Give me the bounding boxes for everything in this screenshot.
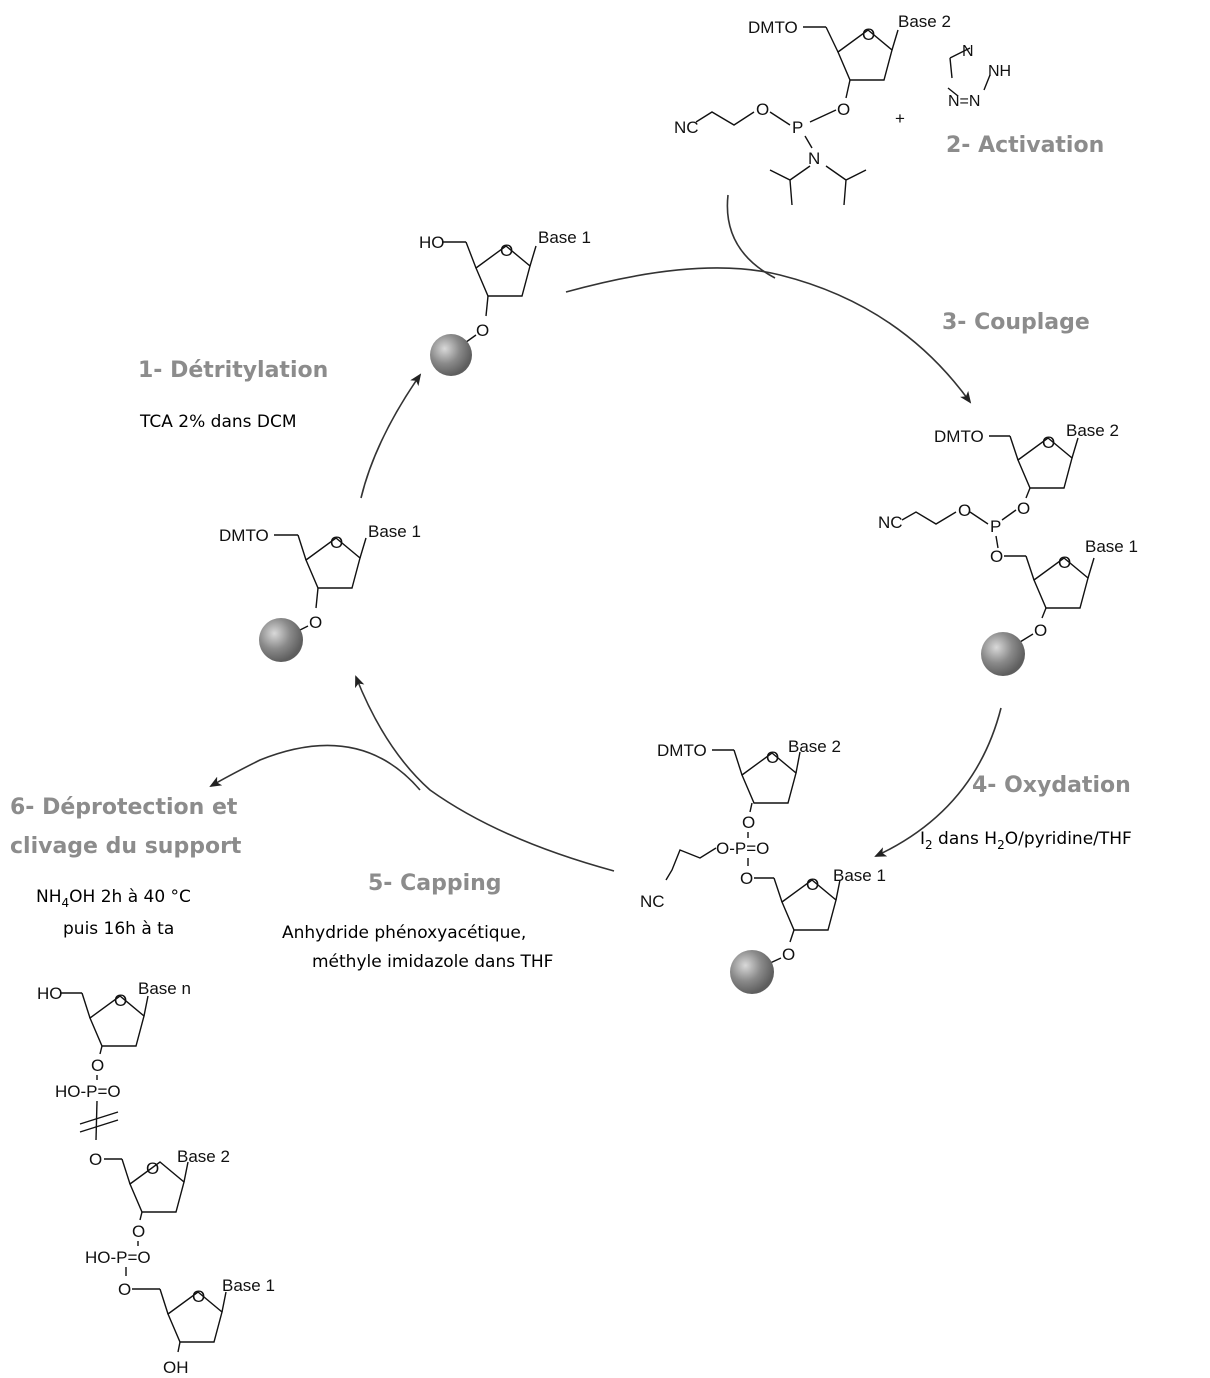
dinucleotide-phosphite: DMTO O Base 2 O P O NC O O Base 1 O	[878, 421, 1138, 676]
nucleoside-free-hydroxyl: HO O Base 1 O	[419, 228, 591, 376]
oxygen-label-3: O	[740, 869, 753, 888]
step-6-deprotection-line-1: 6- Déprotection et	[10, 795, 238, 820]
solid-support-bead	[430, 334, 472, 376]
step-5-capping: 5- Capping	[368, 871, 502, 896]
plus-sign: +	[895, 109, 905, 128]
phosphoramidite-molecule: DMTO O Base 2 O P O NC N	[674, 12, 951, 206]
phosphorus-label: P	[792, 118, 803, 137]
condition-deprotection-line-1: NH4OH 2h à 40 °C	[36, 887, 191, 910]
oxygen-label: O	[1017, 499, 1030, 518]
arrow-capping-to-detritylation	[360, 373, 422, 499]
nitrile-label: NC	[674, 118, 699, 137]
step-6-deprotection-line-2: clivage du support	[10, 834, 242, 859]
ring-oxygen: O	[1042, 433, 1055, 452]
base-1-label: Base 1	[538, 228, 591, 247]
arrow-oxidation-to-capping	[355, 675, 615, 872]
ring-oxygen: O	[330, 533, 343, 552]
base-1-label: Base 1	[833, 866, 886, 885]
hydroxyl-label: HO	[37, 984, 63, 1003]
step-2-activation: 2- Activation	[946, 133, 1104, 158]
condition-deprotection-line-2: puis 16h à ta	[63, 919, 174, 939]
solid-support-bead	[730, 950, 774, 994]
phosphorus-label: P	[990, 517, 1001, 536]
arrow-to-deprotection	[209, 744, 421, 791]
dmto-label: DMTO	[657, 741, 707, 760]
ring-oxygen-2: O	[146, 1159, 159, 1178]
oxygen-label: O	[309, 613, 322, 632]
ring-oxygen-2: O	[1058, 553, 1071, 572]
tetrazole-n1: N	[962, 43, 974, 60]
oxygen-label: O	[476, 321, 489, 340]
ring-oxygen-3: O	[192, 1287, 205, 1306]
solid-support-bead	[259, 618, 303, 662]
ring-oxygen: O	[500, 241, 513, 260]
base-2-label: Base 2	[1066, 421, 1119, 440]
dmto-label: DMTO	[748, 18, 798, 37]
oxygen-label-4: O	[118, 1280, 131, 1299]
oxygen-label-2: O	[756, 100, 769, 119]
ring-oxygen-2: O	[806, 875, 819, 894]
dmto-label: DMTO	[934, 427, 984, 446]
phosphate-ho-p-eq-o-2: HO-P=O	[85, 1248, 151, 1267]
solid-support-bead	[981, 632, 1025, 676]
tetrazole-molecule: N NH N=N	[947, 43, 1011, 110]
oxygen-label-4: O	[1034, 621, 1047, 640]
base-1-label: Base 1	[368, 522, 421, 541]
oxygen-label-3: O	[132, 1222, 145, 1241]
oxygen-label: O	[742, 813, 755, 832]
tetrazole-nh: NH	[988, 63, 1011, 80]
oxygen-label: O	[837, 100, 850, 119]
oxygen-label: O	[91, 1056, 104, 1075]
base-1-label: Base 1	[222, 1276, 275, 1295]
step-4-oxydation: 4- Oxydation	[972, 773, 1131, 798]
oxygen-label-2: O	[89, 1150, 102, 1169]
condition-capping-line-1: Anhydride phénoxyacétique,	[282, 923, 526, 943]
nucleoside-dmt-protected: DMTO O Base 1 O	[219, 522, 421, 662]
base-n-label: Base n	[138, 979, 191, 998]
phosphate-ho-p-eq-o: HO-P=O	[55, 1082, 121, 1101]
arrow-activation-in	[726, 194, 776, 279]
base-2-label: Base 2	[898, 12, 951, 31]
ring-oxygen: O	[766, 748, 779, 767]
ring-oxygen: O	[862, 25, 875, 44]
step-3-couplage: 3- Couplage	[942, 310, 1090, 335]
oxygen-label-4: O	[782, 945, 795, 964]
base-2-label: Base 2	[788, 737, 841, 756]
ring-oxygen: O	[114, 991, 127, 1010]
phosphate-o-p-eq-o: O-P=O	[716, 839, 769, 858]
arrow-coupling-to-oxidation	[874, 707, 1002, 857]
terminal-hydroxyl: OH	[163, 1358, 189, 1377]
nitrile-label: NC	[878, 513, 903, 532]
oxygen-label-2: O	[958, 501, 971, 520]
dinucleotide-phosphate: DMTO O Base 2 O O-P=O NC O O Base 1 O	[640, 737, 886, 994]
oxygen-label-3: O	[990, 547, 1003, 566]
nitrogen-label: N	[808, 149, 820, 168]
condition-detritylation: TCA 2% dans DCM	[139, 412, 297, 432]
final-oligonucleotide: HO O Base n O HO-P=O O O Base 2 O HO-P=O…	[37, 979, 275, 1377]
dmto-label: DMTO	[219, 526, 269, 545]
base-1-label: Base 1	[1085, 537, 1138, 556]
hydroxyl-label: HO	[419, 233, 445, 252]
base-2-label: Base 2	[177, 1147, 230, 1166]
arrow-detritylation-to-coupling	[565, 267, 972, 404]
step-1-detritylation: 1- Détritylation	[138, 358, 328, 383]
condition-oxidation: I2 dans H2O/pyridine/THF	[920, 829, 1132, 852]
tetrazole-n-eq-n: N=N	[948, 93, 980, 110]
nitrile-label: NC	[640, 892, 665, 911]
condition-capping-line-2: méthyle imidazole dans THF	[312, 952, 553, 972]
